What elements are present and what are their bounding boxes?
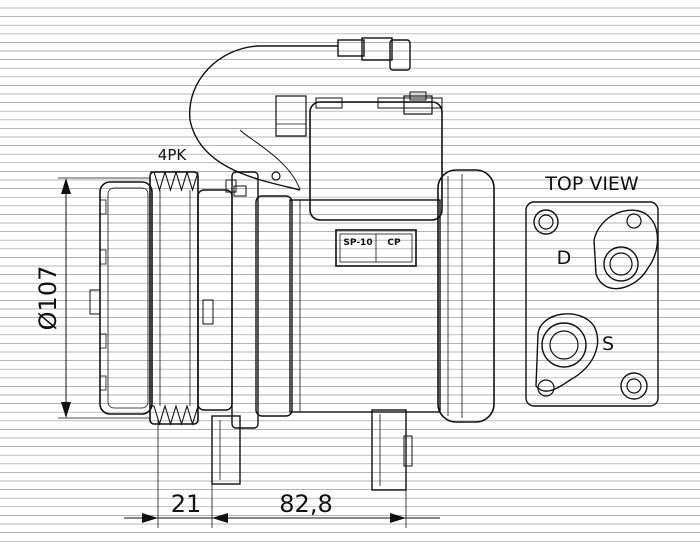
- top-view: TOP VIEW D S: [525, 173, 659, 407]
- front-housing: [197, 171, 259, 429]
- model-label-plate: SP-10 CP: [335, 229, 417, 267]
- pulley-groove-profile: [150, 404, 199, 426]
- compressor-side-view: SP-10 CP: [89, 37, 495, 491]
- model-label: SP-10: [343, 238, 372, 248]
- diameter-label: Ø107: [34, 266, 62, 331]
- control-valve-block: [275, 91, 443, 221]
- dimensions: Ø107 21 82,8 4PK: [34, 146, 440, 528]
- wire-harness: [189, 37, 411, 191]
- background-hatch: [0, 7, 700, 542]
- pulley-label: 4PK: [158, 146, 188, 164]
- port-s-label: S: [602, 333, 614, 355]
- mounting-feet: [211, 409, 413, 491]
- compressor-body: [255, 169, 495, 423]
- model-suffix-label: CP: [387, 238, 401, 248]
- length-label: 82,8: [279, 490, 332, 518]
- offset-label: 21: [171, 490, 202, 518]
- pulley-groove-profile: [150, 170, 199, 192]
- top-view-label: TOP VIEW: [544, 173, 639, 195]
- port-d-label: D: [557, 247, 572, 269]
- pulley-grooves: [150, 170, 199, 426]
- clutch-plate: [89, 181, 153, 415]
